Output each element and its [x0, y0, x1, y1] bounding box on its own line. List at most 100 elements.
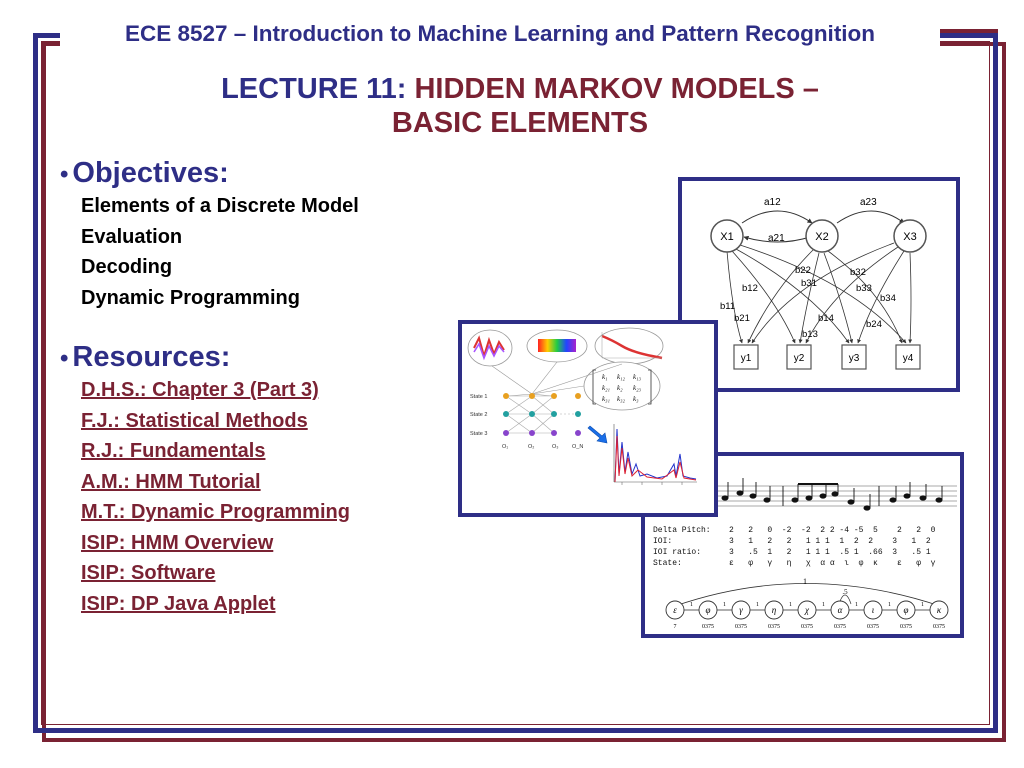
chain-state-label: χ	[804, 605, 810, 615]
resource-link-dhs[interactable]: D.H.S.: Chapter 3 (Part 3)	[81, 379, 319, 401]
state-row-label: State 3	[470, 431, 487, 437]
chain-state-node	[731, 600, 751, 620]
resource-link-isip-dp[interactable]: ISIP: DP Java Applet	[81, 592, 276, 615]
music-hmm-figure: Delta Pitch: 2 2 0 -2 -2 2 2 -4 -5 5 2 2…	[641, 452, 964, 638]
resource-link-mt[interactable]: M.T.: Dynamic Programming	[81, 501, 350, 523]
decay-curve	[601, 334, 663, 360]
matrix-cell: k₁	[602, 373, 608, 381]
emission-arrow	[731, 250, 796, 344]
resources-section: •Resources: D.H.S.: Chapter 3 (Part 3) F…	[60, 341, 350, 619]
chain-value-label: 0375	[933, 624, 945, 630]
trellis-diagram: k₁ k₁₂ k₁₃ k₂₁ k₂ k₂₃ k₃₁ k₃₂ k₃ State 1…	[467, 327, 697, 485]
chain-state-node	[896, 600, 916, 620]
emission-arrow	[798, 252, 820, 344]
objective-item: Decoding	[81, 256, 173, 278]
objective-item: Evaluation	[81, 225, 183, 248]
chain-state-label: φ	[904, 605, 909, 615]
music-hmm-diagram: Delta Pitch: 2 2 0 -2 -2 2 2 -4 -5 5 2 2…	[653, 478, 957, 630]
chain-state-label: κ	[937, 605, 942, 615]
emission-label: b34	[880, 293, 896, 304]
emission-arrow	[857, 250, 905, 344]
chain-value-label: 0375	[834, 624, 846, 630]
decay-bubble	[594, 327, 664, 365]
chain-edge-label: 1	[921, 602, 924, 608]
transition-label: a12	[764, 197, 781, 208]
matrix-cell: k₂₁	[602, 384, 610, 392]
chain-value-label: 0375	[702, 624, 714, 630]
emission-arrow	[805, 246, 899, 344]
objectives-heading-text: Objectives:	[72, 157, 229, 189]
emission-label: b31	[801, 278, 817, 289]
chain-value-label: 0375	[801, 624, 813, 630]
transition-label: a23	[860, 197, 877, 208]
arrow-icon	[587, 425, 608, 444]
output-label: y2	[794, 353, 805, 364]
course-title: ECE 8527 – Introduction to Machine Learn…	[124, 21, 876, 46]
fan-lines	[491, 361, 623, 397]
chain-state-label: η	[772, 605, 777, 615]
chain-state-node	[764, 600, 784, 620]
row-label: IOI ratio:	[653, 548, 701, 557]
emission-label: b21	[734, 313, 750, 324]
output-label: y1	[741, 353, 752, 364]
resource-link-rj[interactable]: R.J.: Fundamentals	[81, 440, 266, 462]
emission-label: b22	[795, 265, 811, 276]
emission-label: b33	[856, 283, 872, 294]
emission-arrow	[726, 250, 743, 344]
row-label: State:	[653, 559, 682, 568]
transition-arrow	[743, 235, 811, 243]
output-spectrum-plot	[613, 424, 697, 485]
state-node	[710, 219, 744, 253]
arc-label: 1	[803, 577, 807, 586]
resource-link-isip-hmm[interactable]: ISIP: HMM Overview	[81, 531, 274, 554]
bullet-icon: •	[60, 345, 69, 372]
time-label: O₁	[502, 444, 508, 450]
trellis-edges	[505, 395, 574, 434]
emission-label: b11	[720, 301, 735, 312]
resources-heading-text: Resources:	[72, 341, 231, 373]
resource-link-isip-software[interactable]: ISIP: Software	[81, 562, 216, 584]
row-values: 3 1 2 2 1 1 1 1 2 2 3 1 2	[729, 537, 931, 546]
emission-arrow	[908, 252, 913, 344]
chain-state-label: ε	[673, 605, 677, 615]
output-node	[895, 344, 921, 370]
chain-state-node	[797, 600, 817, 620]
chain-edge-label: 1	[855, 602, 858, 608]
self-loop-label: .5	[842, 588, 848, 596]
lecture-title-line1: HIDDEN MARKOV MODELS –	[414, 73, 819, 105]
note-stems	[727, 478, 943, 508]
emission-arrow	[751, 242, 895, 344]
output-node	[733, 344, 759, 370]
emission-arrow	[747, 248, 815, 344]
chain-state-label: ι	[872, 605, 875, 615]
emission-arrow	[739, 244, 907, 344]
output-node	[841, 344, 867, 370]
chain-value-label: 0375	[735, 624, 747, 630]
matrix-cell: k₃	[633, 395, 639, 403]
state-label: X3	[903, 231, 916, 243]
chain-value-label: 0375	[900, 624, 912, 630]
chain-edge-label: 1	[822, 602, 825, 608]
resource-link-fj[interactable]: F.J.: Statistical Methods	[81, 409, 308, 432]
chain-edge-label: 1	[756, 602, 759, 608]
emission-arrow	[827, 250, 903, 344]
chain-arc	[674, 583, 941, 607]
matrix-cell: k₃₂	[617, 395, 626, 403]
spectrum-bar	[538, 339, 576, 352]
emission-arrow	[823, 252, 854, 344]
chain-edge-label: 1	[789, 602, 792, 608]
emission-label: b13	[802, 329, 818, 340]
emission-label: b32	[850, 267, 866, 278]
emission-label: b14	[818, 313, 834, 324]
hmm-diagram: X1 X2 X3 a12 a21 a23 b11 b12 b21 b22 b31…	[710, 197, 927, 370]
chain-state-node	[929, 600, 949, 620]
state-label: X1	[720, 231, 733, 243]
matrix-cell: k₂₃	[633, 384, 642, 392]
transition-arrow	[836, 210, 905, 224]
output-label: y3	[849, 353, 860, 364]
lecture-title-line2: BASIC ELEMENTS	[391, 107, 649, 139]
resource-link-am[interactable]: A.M.: HMM Tutorial	[81, 470, 261, 493]
music-notes	[721, 490, 943, 511]
waveform-icon	[473, 335, 505, 360]
chain-edge-label: 1	[690, 602, 693, 608]
